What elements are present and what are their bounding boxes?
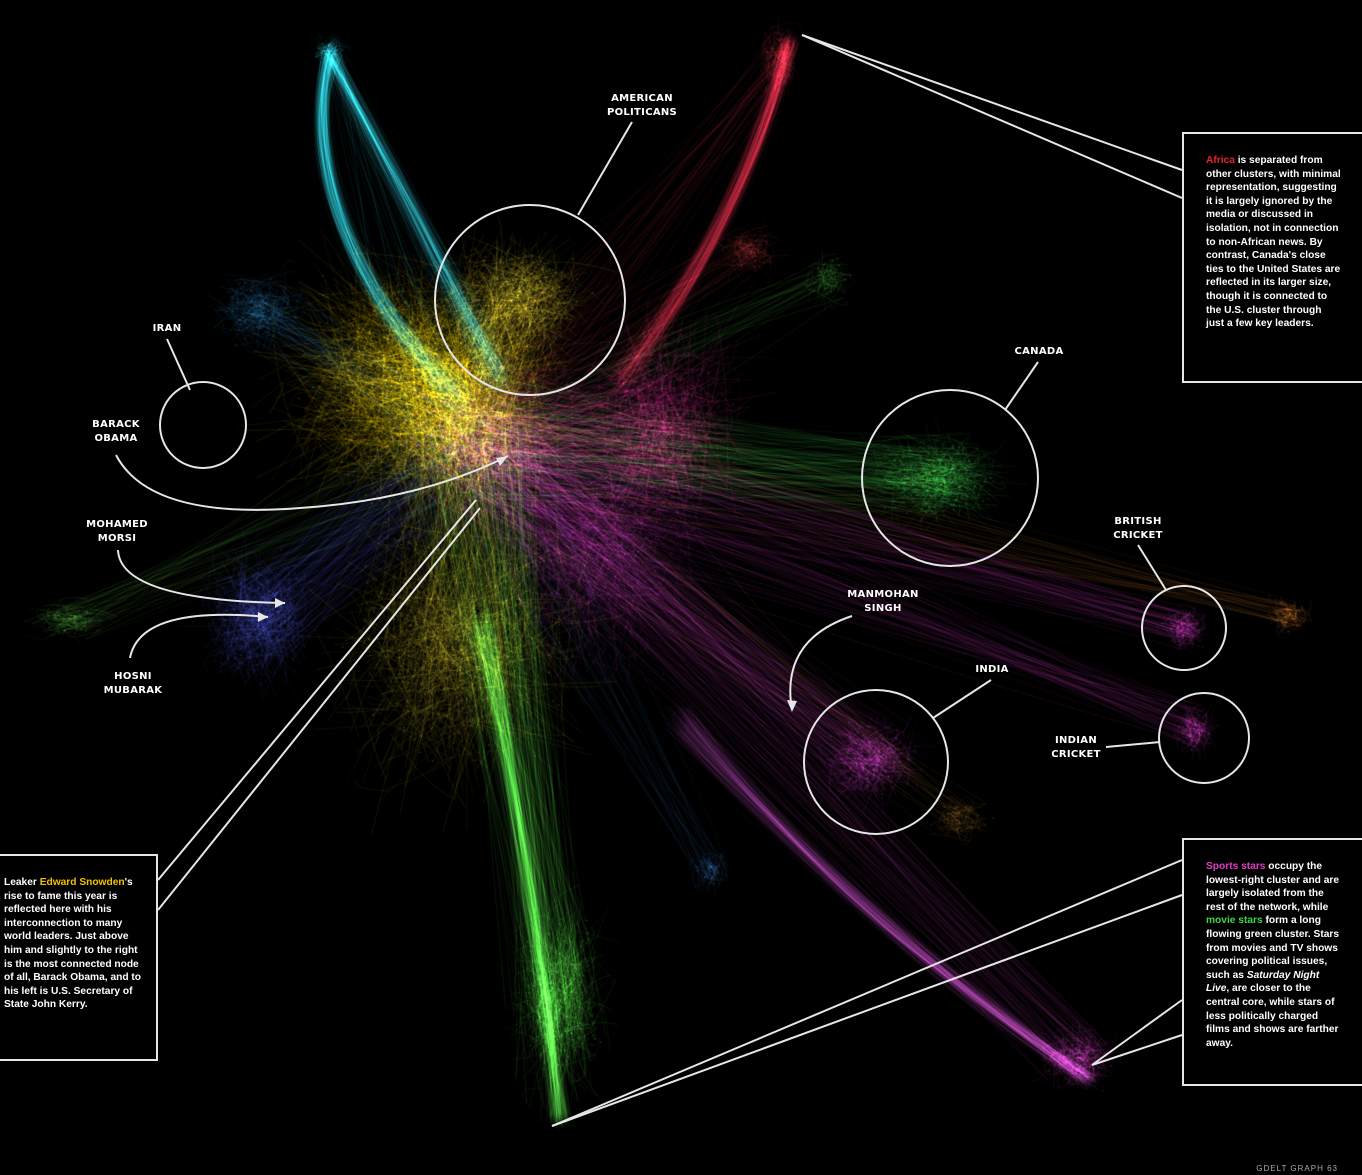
page-footer: GDELT GRAPH 63 [1256, 1164, 1338, 1173]
indian-cricket-circle [1158, 692, 1250, 784]
africa-annotation: Africa is separated from other clusters,… [1182, 132, 1362, 383]
snowden-annotation: Leaker Edward Snowden's rise to fame thi… [0, 854, 158, 1061]
label-iran: IRAN [152, 323, 182, 334]
iran-circle [159, 381, 247, 469]
india-circle [803, 689, 949, 835]
sports-annotation: Sports stars occupy the lowest-right clu… [1182, 838, 1362, 1086]
british-cricket-circle [1141, 585, 1227, 671]
canada-circle [861, 389, 1039, 567]
label-india: INDIA [975, 664, 1009, 675]
american-politicans-circle [434, 204, 626, 396]
label-canada: CANADA [1014, 346, 1064, 357]
